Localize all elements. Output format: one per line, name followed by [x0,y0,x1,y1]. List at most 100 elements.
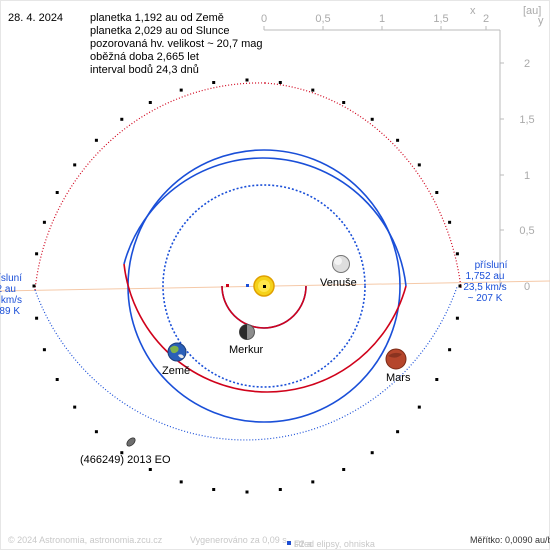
mars-label: Mars [386,372,411,384]
asteroid-orbit-point [435,191,439,194]
earth-icon [167,342,187,362]
perihelion-left-speed: 7 km/s [0,295,22,306]
asteroid-orbit-point [311,88,315,92]
focus-f2-marker [246,284,249,287]
y-tick-label: 0,5 [519,225,534,237]
asteroid-orbit-points [32,78,462,494]
mars-orbit-north [123,157,407,287]
asteroid-orbit-point [179,88,183,92]
mercury-orbit-south [221,285,307,329]
y-tick-label: 0 [524,281,530,293]
mercury-icon [239,324,255,340]
x-tick-label: 0,5 [315,13,330,25]
perihelion-right-speed: 23,5 km/s [463,282,506,293]
asteroid-icon [126,437,136,447]
asteroid-orbit-point [278,488,282,491]
unit-label: [au] [523,5,541,17]
asteroid-orbit-point [311,480,315,484]
date-label: 28. 4. 2024 [8,12,64,24]
asteroid-orbit-point [32,284,36,288]
perihelion-right-distance: 1,752 au [466,271,505,282]
footer: © 2024 Astronomia, astronomia.zcu.cz Vyg… [0,533,550,549]
generation-time: Vygenerováno za 0,09 s [190,535,287,545]
asteroid-orbit-point [148,101,152,104]
info-sun-distance: planetka 2,029 au od Slunce [90,25,230,37]
perihelion-left-distance: 2 au [0,284,16,295]
asteroid-orbit-point [342,101,346,104]
info-point-interval: interval bodů 24,3 dnů [90,64,199,76]
asteroid-orbit-point [435,378,439,381]
asteroid-orbit-point [179,480,183,484]
copyright-text: © 2024 Astronomia, astronomia.zcu.cz [8,535,163,545]
perihelion-right-label: přísluní 1,752 au 23,5 km/s ~ 207 K [463,260,507,304]
venus-label: Venuše [320,277,357,289]
y-axis-label: y [538,15,544,27]
asteroid-orbit-point [212,81,216,84]
asteroid-orbit-north-arc [264,82,462,289]
x-axis-label: x [470,5,476,17]
asteroid-orbit-point [417,163,421,167]
asteroid-orbit [32,78,462,494]
asteroid-orbit-point [245,490,249,494]
mars-icon [385,348,407,370]
asteroid-orbit-point [120,117,124,121]
asteroid-orbit-point [342,468,346,471]
earth-label: Země [162,365,190,377]
y-tick-label: 1,5 [519,114,534,126]
mercury-label: Merkur [229,344,264,356]
venus-orbit [162,184,366,388]
asteroid-orbit-point [245,78,249,82]
asteroid-orbit-point [448,348,452,352]
asteroid-orbit-south-arc [34,286,458,441]
perihelion-left-title: přísluní [0,273,22,284]
asteroid-orbit-point [278,81,282,84]
perihelion-right-temperature: ~ 207 K [468,293,503,304]
perihelion-right-title: přísluní [475,260,508,271]
blue-square-icon [287,540,291,545]
x-tick-label: 0 [261,13,267,25]
asteroid-orbit-point [417,405,421,409]
asteroid-orbit-point [448,220,452,224]
asteroid-orbit-point [212,488,216,491]
planet-orbits [123,149,407,423]
info-magnitude: pozorovaná hv. velikost ~ 20,7 mag [90,38,263,50]
asteroid-orbit-point [94,138,98,142]
asteroid-orbit-point [370,117,374,121]
asteroid-orbit-point [455,316,459,320]
asteroid-orbit-point [396,430,400,434]
asteroid-orbit-point [148,468,152,471]
x-tick-label: 2 [483,13,489,25]
sun-icon [253,275,275,297]
asteroid-orbit-point [120,451,124,455]
asteroid-orbit-point [370,451,374,455]
asteroid-orbit-point [42,348,46,352]
y-tick-label: 1 [524,170,530,182]
asteroid-orbit-point [458,284,462,288]
asteroid-orbit-point [55,191,59,194]
asteroid-orbit-point [94,430,98,434]
legend-f2: F2 [287,537,305,549]
info-earth-distance: planetka 1,192 au od Země [90,12,224,24]
asteroid-orbit-point [55,378,59,381]
asteroid-orbit-point [35,316,39,320]
asteroid-orbit-point [73,405,77,409]
perihelion-left-label: přísluní 2 au 7 km/s 189 K [0,273,22,317]
apsis-line [0,280,550,292]
x-tick-label: 1,5 [433,13,448,25]
asteroid-orbit-point [396,138,400,142]
perihelion-left-temperature: 189 K [0,306,20,317]
asteroid-label: (466249) 2013 EO [80,454,171,466]
info-block: planetka 1,192 au od Země planetka 2,029… [90,12,263,77]
asteroid-orbit-point [42,220,46,224]
ellipse-center-marker [226,284,229,287]
info-period: oběžná doba 2,665 let [90,51,199,63]
mars-orbit-south [123,263,407,393]
asteroid-orbit-point [35,252,39,256]
asteroid-orbit-point [455,252,459,256]
asteroid-orbit-point [73,163,77,167]
scale-text: Měřítko: 0,0090 au/bod [470,535,550,545]
x-tick-label: 1 [379,13,385,25]
asteroid-orbit-nw-arc [34,82,266,291]
